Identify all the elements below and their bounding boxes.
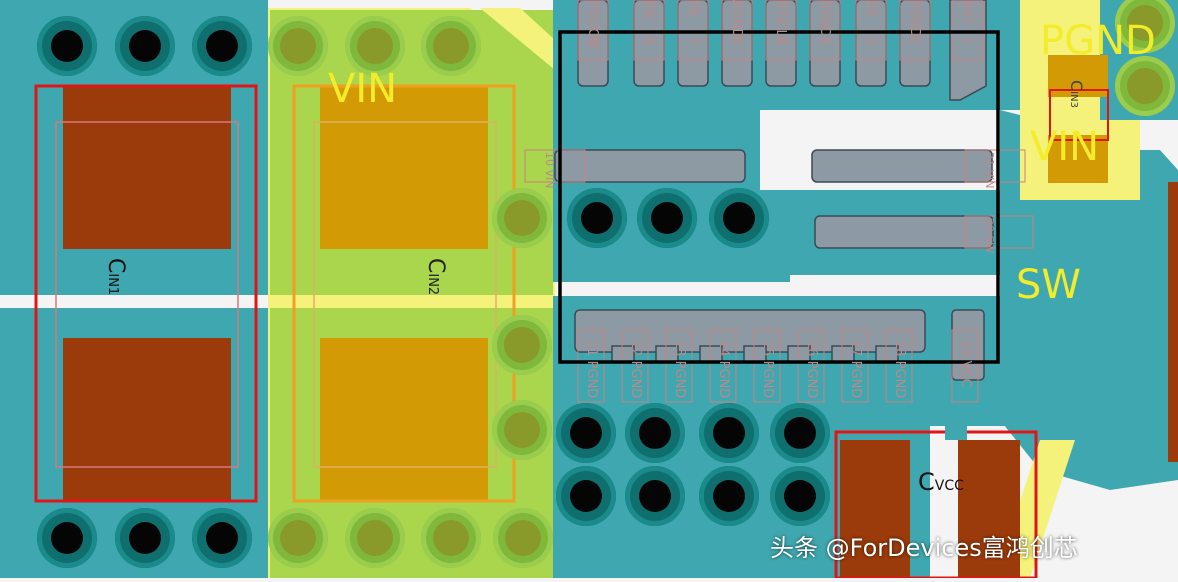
via-gnd [556,466,616,526]
inductor-pad [1168,182,1178,462]
pin-number-top: 7 [685,36,700,45]
via-gnd [699,466,759,526]
ic-bottom-pins [611,345,899,363]
pin-number-top: 5 [773,36,788,45]
via-vin [492,315,552,375]
pin-label-bottom: 13 PGND [672,340,687,399]
via-gnd [709,188,769,248]
via-gnd [637,188,697,248]
via-gnd [567,188,627,248]
cin3-designator: CIN3 [1067,80,1086,108]
cin1-pad-bottom [63,338,231,501]
pin-label-bottom: 11 PGND [584,340,599,399]
cin1-outline [34,84,258,503]
via-gnd [192,16,252,76]
via-vin [268,508,328,568]
pin-label-bottom: 12 PGND [628,340,643,399]
via-gnd [625,466,685,526]
via-gnd [37,508,97,568]
pin-number-top: 6 [729,36,744,45]
via-gnd [770,403,830,463]
pin-label-top: FB [685,0,700,17]
via-vin [345,16,405,76]
via-gnd [37,16,97,76]
via-vin [421,508,481,568]
watermark: 头条 @ForDevices富鸿创芯 [770,534,1078,562]
via-gnd [192,508,252,568]
ic-top-pins [577,0,987,101]
ic-outline [558,30,1000,364]
pin-label-bottom: 18 PGND [892,340,907,399]
cvcc-designator: CVCC [918,468,964,496]
cin1-designator: CIN1 [103,258,128,296]
pin-number-top: 9 [585,36,600,45]
cin2-outline [292,84,516,503]
pin-label-side: 21 VIN [983,152,996,189]
pin-number-top: 3 [863,36,878,45]
via-gnd [699,403,759,463]
pin-label-top: SYNC [817,0,832,35]
pin-label-bottom: 16 PGND [804,340,819,399]
pin-label-side: 10 VIN [543,152,556,189]
pin-label-bottom: 14 PGND [716,340,731,399]
ic-side-pins [554,149,994,249]
cin3-pad-bottom [1048,135,1108,183]
via-gnd [625,403,685,463]
pin-number-top: 8 [641,36,656,45]
pin-label-top: AGND [729,0,744,39]
pin-label-bottom: 17 PGND [848,340,863,399]
via-gnd [770,466,830,526]
pgnd-label: PGND [1040,18,1156,64]
pin-number-top: 1 [959,36,974,45]
cin2-designator: CIN2 [423,258,448,296]
via-gnd [556,403,616,463]
pin-label-bottom: 19 VCC [958,340,973,388]
via-vin [493,508,553,568]
pin-label-bottom: 15 PGND [760,340,775,399]
cvcc-pad-left [840,440,910,578]
via-gnd [115,16,175,76]
via-vin [1115,56,1175,116]
via-vin [268,16,328,76]
pin-label-top: EN [641,0,656,18]
cin2-pad-top [320,86,488,249]
cvcc-pad-right [958,440,1020,578]
vin-label-right: VIN [1030,124,1100,170]
pin-number-top: 2 [907,36,922,45]
via-gnd [115,508,175,568]
via-vin [1115,0,1175,53]
via-vin [492,188,552,248]
cin1-pad-top [63,86,231,249]
pin-label-side: 20 SW [983,218,996,254]
pin-label-top: BST [959,0,974,25]
sw-label: SW [1016,262,1081,308]
pin-label-top: PGND [907,0,922,38]
via-vin [492,400,552,460]
via-vin [345,508,405,568]
pin-label-top: SS [863,0,878,17]
pin-number-top: 4 [817,36,832,45]
via-vin [421,16,481,76]
vin-label-left: VIN [328,66,398,112]
cin2-pad-bottom [320,338,488,501]
